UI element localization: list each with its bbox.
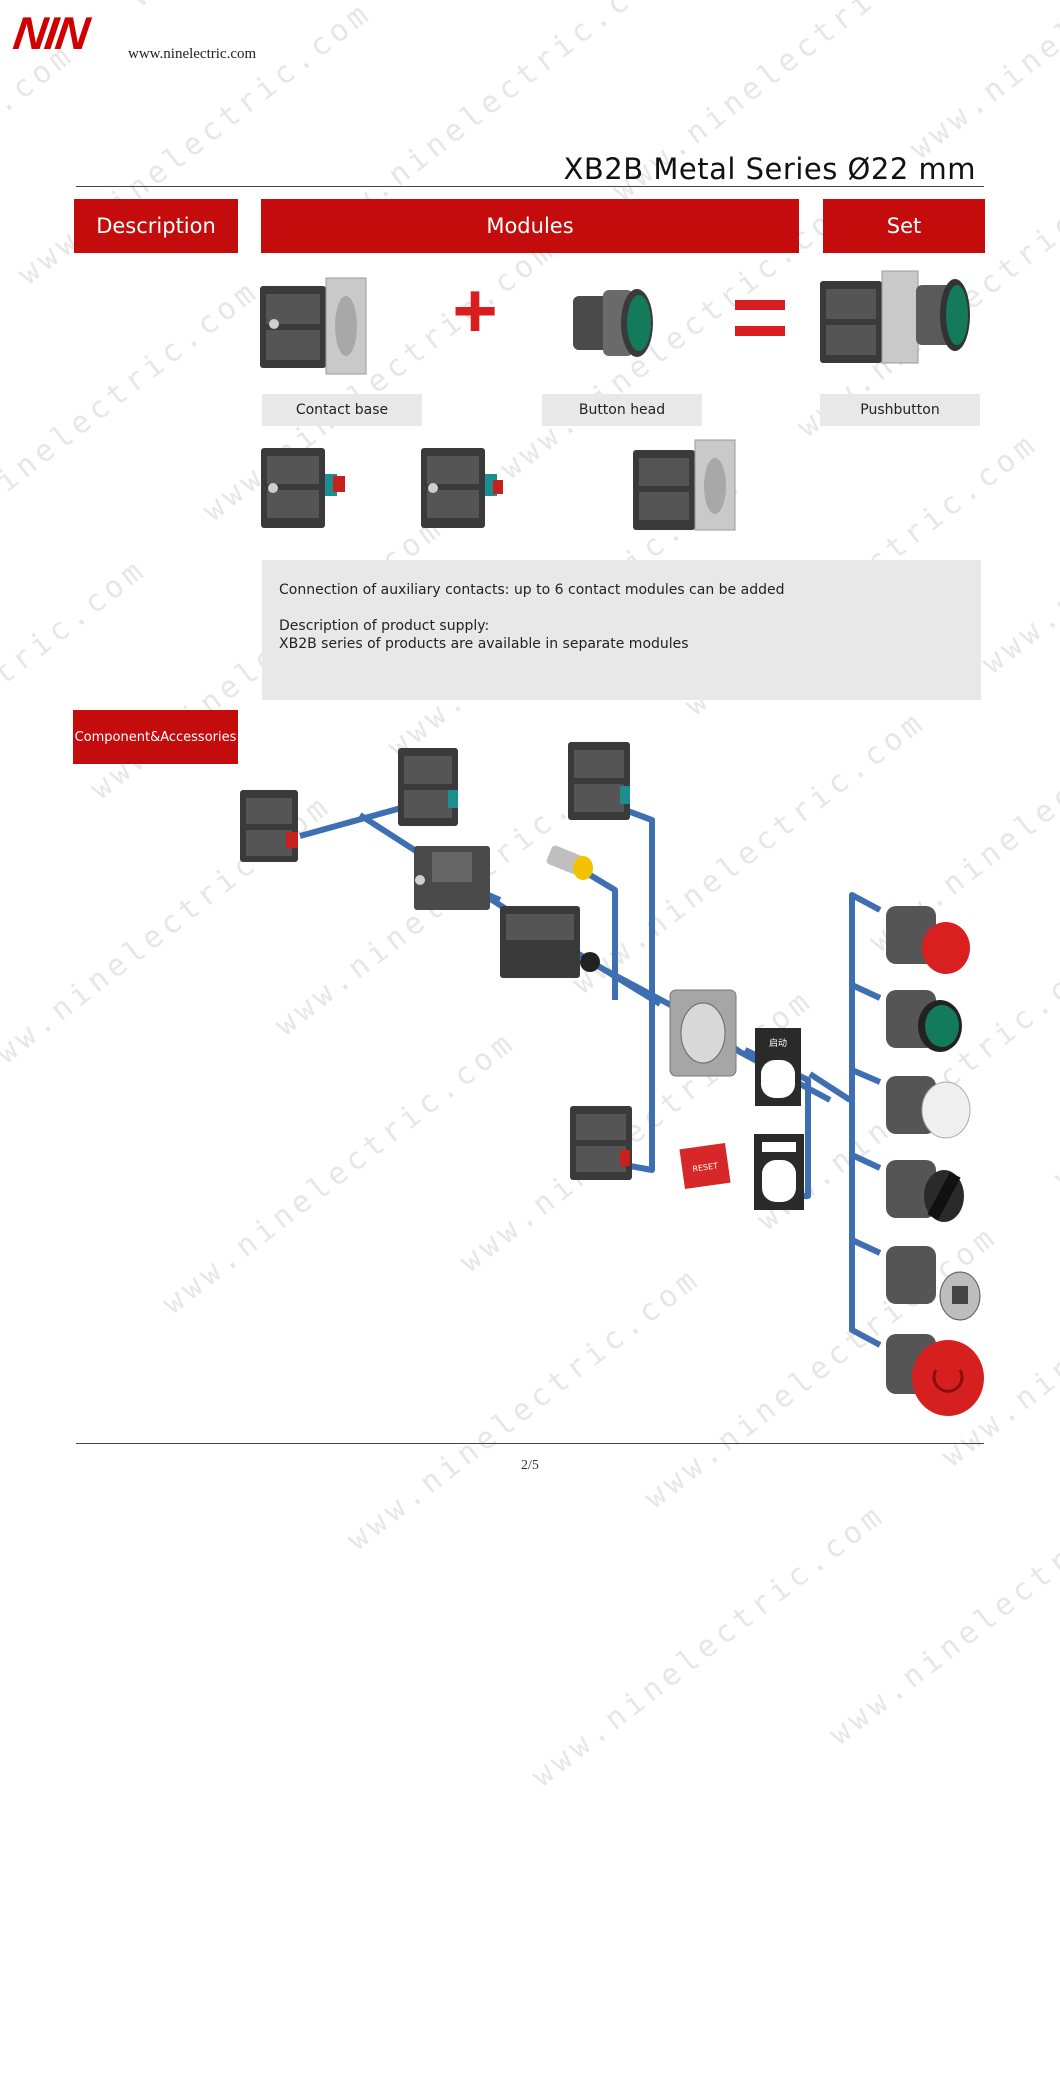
watermark-text: www.ninelectric.com <box>525 1496 893 1795</box>
accessories-diagram: 启动 RESET <box>240 742 984 1416</box>
contact-block-image <box>240 790 298 862</box>
selector-switch-head-image <box>886 1160 964 1222</box>
green-pushbutton-head-image <box>886 990 962 1052</box>
legend-holder-image <box>754 1134 804 1210</box>
watermark-text: www.ninelectric.com <box>822 1455 1060 1753</box>
button-head-caption: Button head <box>542 394 702 426</box>
contact-base-image <box>260 277 367 375</box>
contact-block-image <box>570 1106 632 1180</box>
description-header: Description <box>74 199 238 253</box>
emergency-stop-head-image <box>886 1334 984 1416</box>
site-url[interactable]: www.ninelectric.com <box>128 46 257 62</box>
accessories-header: Component&Accessories <box>73 710 238 764</box>
contact-block-image <box>568 742 630 820</box>
contact-module-image <box>421 448 503 528</box>
contact-block-image <box>398 748 458 826</box>
button-head-image <box>573 289 653 357</box>
modules-header: Modules <box>261 199 799 253</box>
pushbutton-caption: Pushbutton <box>820 394 980 426</box>
footer-rule <box>76 1443 984 1444</box>
legend-plate-text: 启动 <box>769 1037 787 1049</box>
set-header: Set <box>823 199 985 253</box>
contact-base-image <box>633 439 736 531</box>
reset-label-text: RESET <box>692 1161 719 1173</box>
info-contacts-text: Connection of auxiliary contacts: up to … <box>279 582 785 598</box>
legend-plate-image: 启动 <box>755 1028 801 1106</box>
info-box: Connection of auxiliary contacts: up to … <box>262 560 981 700</box>
white-pushbutton-head-image <box>886 1076 971 1139</box>
plus-sign: + <box>452 266 498 354</box>
info-supply-text: XB2B series of products are available in… <box>279 636 689 652</box>
modules-row-illustration: + <box>260 266 970 375</box>
adapter-image <box>414 846 490 910</box>
red-pushbutton-head-image <box>886 906 970 974</box>
lamp-image <box>546 845 593 880</box>
page-number: 2/5 <box>521 1458 539 1473</box>
contact-modules-illustration <box>261 439 736 531</box>
mounting-collar-image <box>669 989 737 1077</box>
info-supply-heading: Description of product supply: <box>279 618 490 634</box>
pushbutton-image <box>820 270 970 364</box>
page-title: XB2B Metal Series Ø22 mm <box>563 152 976 186</box>
key-switch-head-image <box>886 1246 981 1321</box>
contact-module-image <box>261 448 345 528</box>
reset-label-image: RESET <box>679 1142 731 1190</box>
equals-sign <box>735 300 785 336</box>
title-rule <box>76 186 984 187</box>
light-block-image <box>500 906 600 978</box>
contact-base-caption: Contact base <box>262 394 422 426</box>
